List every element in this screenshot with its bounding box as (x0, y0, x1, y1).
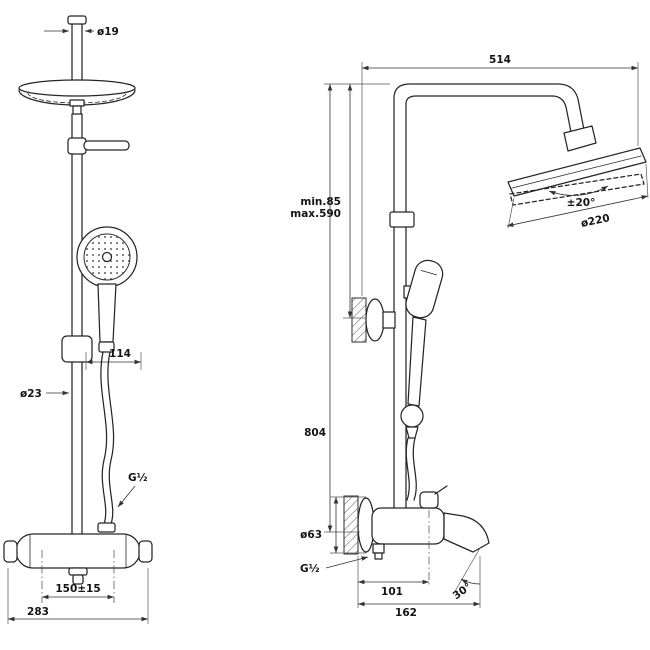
bracket-arm (382, 311, 396, 329)
hose-outlet (372, 543, 385, 554)
handshower-head-side (405, 259, 444, 319)
spout-angle-arc (460, 578, 481, 585)
mixer-body-front (15, 533, 141, 569)
side-structure (343, 83, 647, 560)
mixer-handle-right (138, 540, 153, 563)
dim-label-head-tilt: ±20° (567, 197, 596, 209)
dim-label-spout-angle: 30° (451, 581, 474, 602)
mixer-outlet (68, 567, 88, 576)
dim-label-overall-width: 283 (27, 606, 49, 618)
dim-label-escutcheon-diameter: ø63 (300, 529, 322, 541)
dim-label-inlet-spacing: 150±15 (55, 583, 100, 595)
supply-pipe-cap (67, 15, 87, 25)
dim-label-handshower-offset: 114 (109, 348, 131, 360)
dim-label-head-diameter: ø220 (580, 212, 611, 230)
rain-head-front (18, 79, 136, 97)
swivel-ball (400, 404, 424, 428)
dim-label-spout-offset: 101 (381, 586, 403, 598)
handshower-nut (98, 341, 115, 353)
hose-front (100, 351, 108, 525)
spout (443, 512, 490, 553)
front-view: ø19 114 ø23 G½ 150±15 283 (3, 15, 153, 624)
wall-section-mixer (343, 495, 359, 555)
dim-label-column-height: 804 (304, 427, 326, 439)
front-dimensions: ø19 114 ø23 G½ 150±15 283 (7, 26, 149, 624)
leader-outlet-thread (325, 556, 369, 569)
rail-clamp (61, 335, 93, 363)
rail-collar (67, 137, 87, 155)
dim-label-rail-diameter: ø23 (20, 388, 42, 400)
leader-hose-thread (117, 485, 136, 508)
hose-connector (97, 522, 116, 533)
wall-section-bracket (351, 297, 367, 343)
mixer-body-side (371, 507, 445, 545)
side-view: 514 min.85 max.590 ±20° ø220 804 ø63 (290, 54, 649, 619)
bracket-flange (365, 298, 385, 342)
dim-line-head-diameter (506, 195, 649, 227)
handshower-handle-side (407, 316, 427, 407)
dim-label-spout-reach: 162 (395, 607, 417, 619)
hose-side (405, 437, 410, 501)
dim-label-hose-thread: G½ (128, 472, 148, 484)
mixer-handle-left (3, 540, 18, 563)
head-fitting (69, 99, 85, 107)
column-collar (389, 211, 415, 228)
diverter-lever (434, 485, 448, 495)
shelf (83, 140, 130, 151)
front-structure (3, 15, 153, 585)
dim-label-bracket-max: max.590 (290, 208, 341, 220)
handshower-handle-front (97, 283, 117, 343)
head-connector (563, 125, 597, 152)
dim-label-arm-reach: 514 (489, 54, 511, 66)
side-dimensions: 514 min.85 max.590 ±20° ø220 804 ø63 (290, 54, 649, 619)
column-and-arm (393, 83, 586, 523)
tilt-arc (548, 185, 609, 196)
diverter-knob (419, 491, 439, 509)
dim-label-outlet-thread: G½ (300, 563, 320, 575)
dim-label-pipe-diameter: ø19 (97, 26, 119, 38)
dim-label-bracket-min: min.85 (300, 196, 341, 208)
